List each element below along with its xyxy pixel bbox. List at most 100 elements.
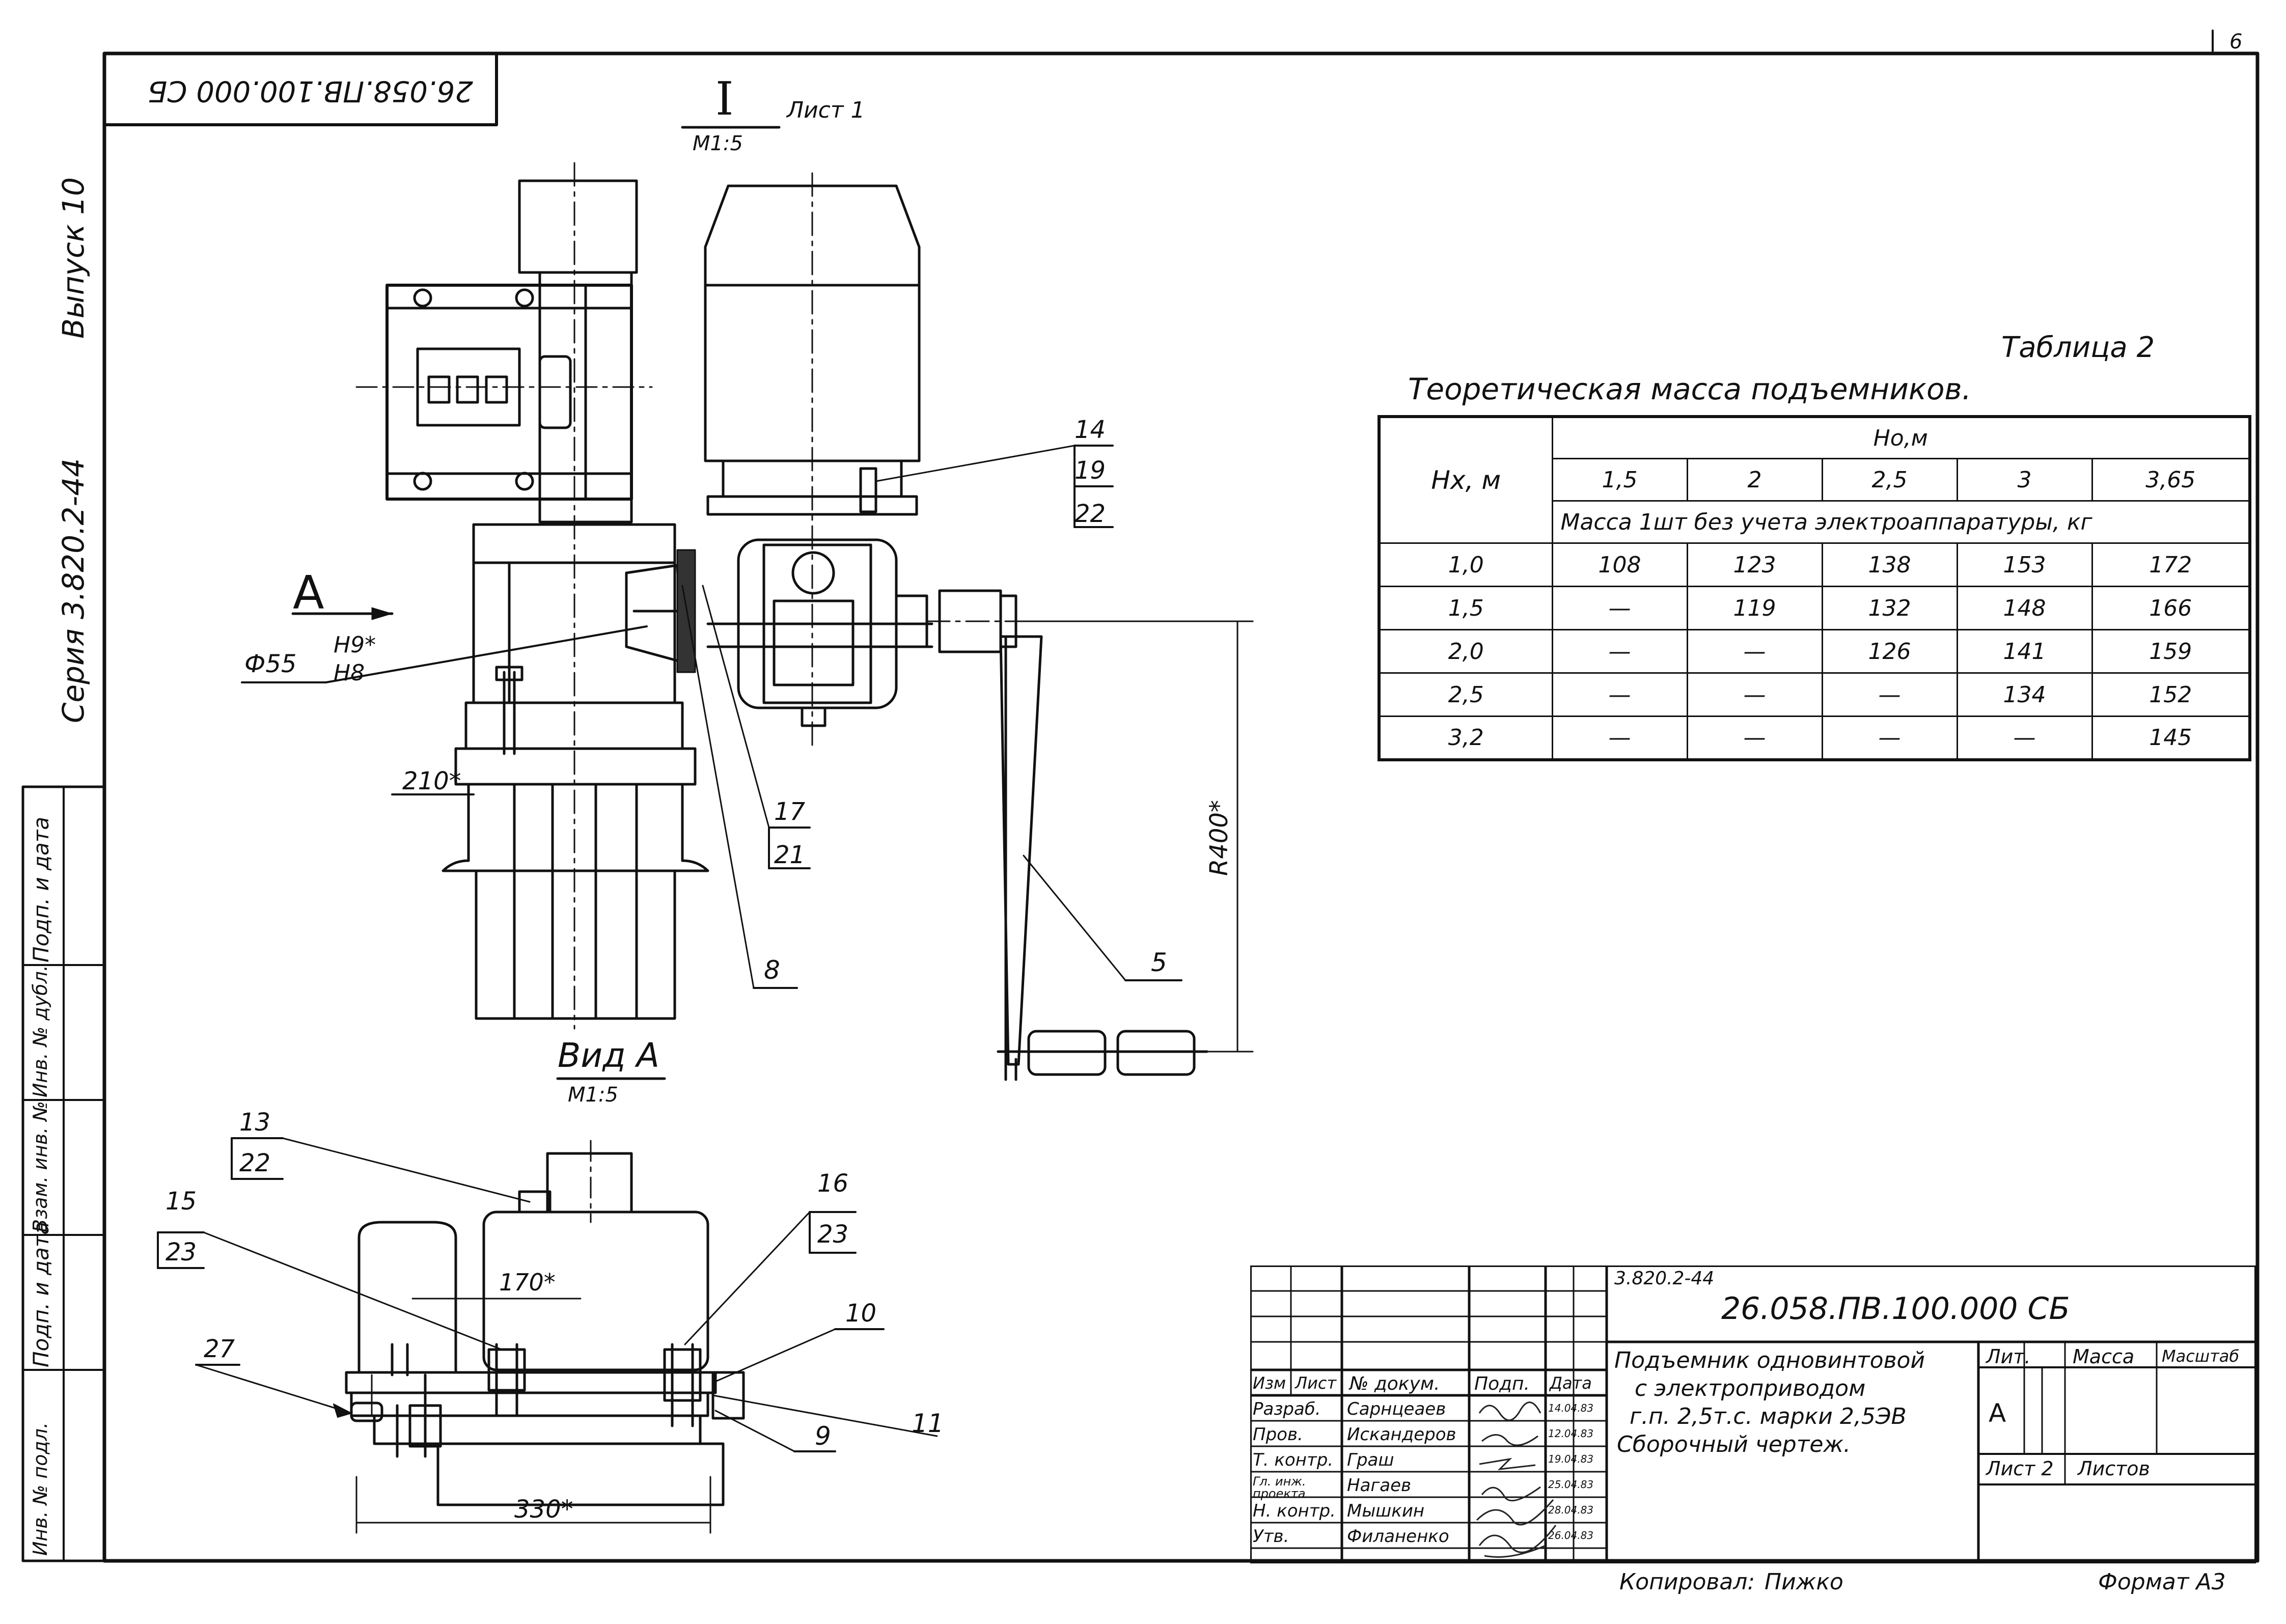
table-cell: — [1551,672,1688,718]
table-col-head: 1,5 [1551,458,1688,502]
table-cell: 148 [1956,586,2093,631]
tb-head-date: Дата [1550,1373,1592,1393]
callout-17-row-1: 21 [774,841,806,869]
signatures [1476,1401,1557,1558]
table-cell: 172 [2091,542,2251,588]
view-a-title: Вид А [558,1036,659,1075]
table-cell: 141 [1956,629,2093,674]
tb-series-ref: 3.820.2-44 [1614,1268,1715,1289]
table-title: Теоретическая масса подъемников. [1408,372,1972,406]
table-col-group: Но,м [1551,416,2251,460]
callout-14-row-1: 19 [1075,456,1106,485]
view-sheet-ref: Лист 1 [787,97,865,123]
table-cell-hx: 1,0 [1378,542,1553,588]
dim-shaft-diameter: Ф55 [244,650,297,678]
table-cell-hx: 1,5 [1378,586,1553,631]
view-a-scale: М1:5 [568,1083,618,1107]
table-row: 1,0 108 123 138 153 172 [1378,542,2251,588]
callout-8: 8 [764,955,780,985]
table-cell: — [1686,715,1823,761]
tb-date: 26.04.83 [1548,1529,1594,1542]
tb-name-line-2: с электроприводом [1635,1375,1866,1401]
table-cell: 138 [1821,542,1958,588]
tb-name-line-4: Сборочный чертеж. [1617,1432,1851,1457]
table-cell: 159 [2091,629,2251,674]
tb-date: 14.04.83 [1548,1402,1594,1414]
footer-copied-name: Пижко [1765,1569,1843,1595]
tb-date: 25.04.83 [1548,1478,1594,1491]
callout-16-row-1: 23 [817,1220,849,1249]
callout-9: 9 [815,1421,831,1451]
table-cell: — [1686,672,1823,718]
callout-14-row-2: 22 [1075,500,1106,528]
table-cell: 145 [2091,715,2251,761]
tb-head-list: Лист [1295,1373,1337,1393]
tb-head-izm: Изм [1253,1373,1286,1393]
view-scale: М1:5 [693,132,743,155]
table-col-head: 2,5 [1821,458,1958,502]
main-view [355,162,1254,1081]
table-row: 3,2 — — — — 145 [1378,715,2251,761]
table-number: Таблица 2 [2001,331,2155,364]
tb-lit-label: Лит. [1986,1345,2031,1368]
table-cell: — [1821,672,1958,718]
side-field-sign-date-2: Подп. и дата [29,1221,53,1367]
callout-27: 27 [204,1335,235,1363]
tb-role: Гл. инж. проекта [1253,1474,1306,1501]
table-row: 2,5 — — — 134 152 [1378,672,2251,718]
tb-role: Н. контр. [1253,1501,1336,1521]
tb-head-doc: № докум. [1349,1373,1440,1394]
table-col-head: 3,65 [2091,458,2251,502]
side-issue-label: Выпуск 10 [56,177,91,339]
dim-fit-bottom: Н8 [334,660,365,686]
callout-14: 14 [1075,416,1106,444]
title-block-grid [1250,1265,2256,1563]
table-cell: 134 [1956,672,2093,718]
dim-170: 170* [499,1269,556,1296]
tb-scale-label: Масштаб [2162,1346,2240,1366]
table-cell: 132 [1821,586,1958,631]
table-subheader: Масса 1шт без учета электроаппаратуры, к… [1551,500,2251,544]
table-cell: — [1551,715,1688,761]
control-box [385,284,633,501]
mass-table: Нх, м Но,м 1,5 2 2,5 3 3,65 Масса 1шт бе… [1378,415,2252,761]
tb-role: Разраб. [1253,1399,1321,1419]
tb-role: Пров. [1253,1424,1303,1445]
table-cell: 152 [2091,672,2251,718]
title-block: 3.820.2-44 26.058.ПВ.100.000 СБ Подъемни… [1250,1265,2256,1563]
callout-5: 5 [1151,948,1167,977]
tb-person-name: Филаненко [1347,1526,1449,1547]
dim-radius-400: R400* [1205,800,1233,876]
table-cell: — [1686,629,1823,674]
footer-format: Формат А3 [2098,1569,2226,1595]
tb-person-name: Нагаев [1347,1475,1412,1496]
table-cell-hx: 3,2 [1378,715,1553,761]
corner-stamp-box [103,52,498,126]
callout-13-row-1: 22 [239,1149,271,1177]
callout-13: 13 [239,1108,271,1137]
table-cell: 153 [1956,542,2093,588]
table-cell: — [1551,629,1688,674]
dim-fit-top: Н9* [334,632,376,658]
tb-person-name: Граш [1347,1450,1394,1470]
tb-sheet-label: Лист 2 [1986,1457,2054,1480]
tb-date: 19.04.83 [1548,1453,1594,1465]
tb-person-name: Мышкин [1347,1501,1425,1521]
tb-sheets-label: Листов [2078,1457,2150,1480]
callout-10: 10 [845,1299,877,1328]
side-field-replace-inv: Взам. инв. № [29,1100,51,1232]
view-numeral: I [715,72,734,126]
table-cell: — [1551,586,1688,631]
tb-person-name: Сарнцеаев [1347,1399,1446,1419]
table-col-head: 2 [1686,458,1823,502]
table-row: 2,0 — — 126 141 159 [1378,629,2251,674]
sheet-corner-number: 6 [2229,30,2243,53]
side-field-orig-inv: Инв. № подл. [29,1422,51,1556]
table-cell: 123 [1686,542,1823,588]
corner-stamp: 26.058.ПВ.100.000 СБ [148,74,473,107]
table-cell-hx: 2,5 [1378,672,1553,718]
callout-16: 16 [817,1169,849,1198]
callout-17: 17 [774,797,806,826]
table-cell: 166 [2091,586,2251,631]
